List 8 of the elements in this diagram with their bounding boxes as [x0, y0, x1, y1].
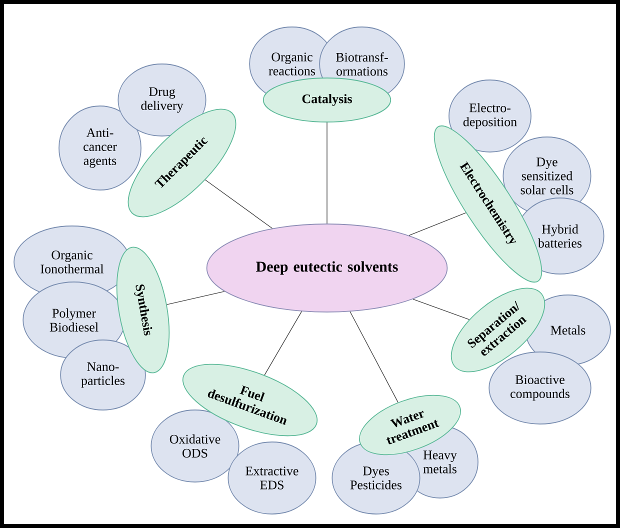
connector-line [326, 122, 328, 224]
node-label: Metals [550, 325, 586, 335]
connector-line [264, 311, 302, 376]
connector-line [412, 298, 470, 320]
connector-line [204, 180, 273, 229]
connector-line [166, 291, 225, 305]
connector-line [350, 311, 398, 403]
connector-line [408, 212, 466, 236]
